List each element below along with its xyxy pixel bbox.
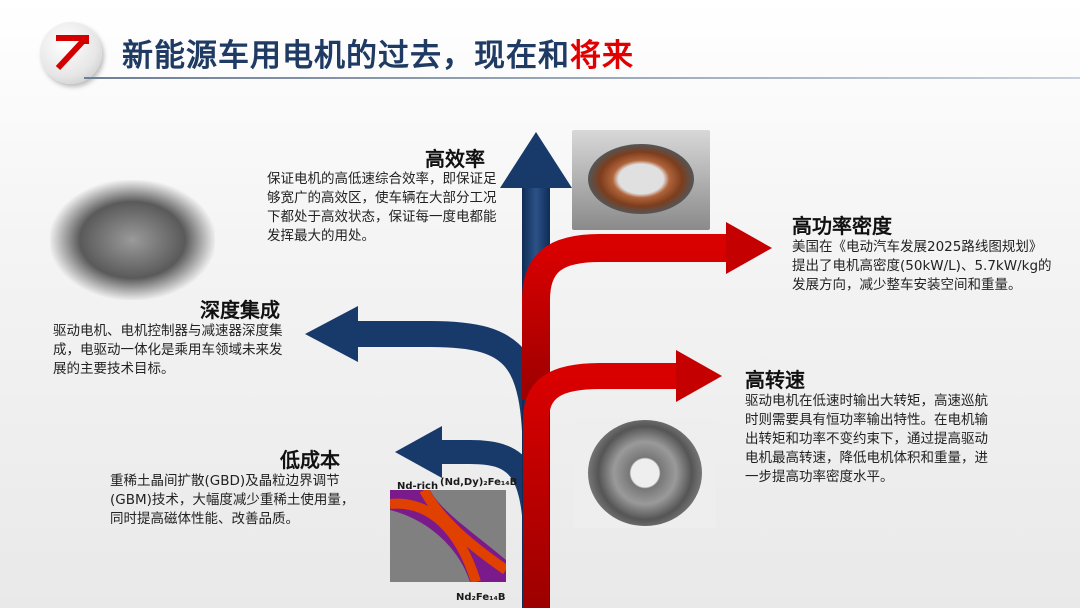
arrow-up-right-icon [55,35,89,71]
stator-winding-photo [572,130,710,230]
title-divider [84,77,1080,79]
power-density-title: 高功率密度 [792,214,892,238]
motor-housing-photo [50,180,215,300]
red-branch-high-speed [523,350,722,608]
integration-title: 深度集成 [200,298,280,322]
label-nd-dy-fe-b: (Nd,Dy)₂Fe₁₄B [440,477,518,488]
integration-text: 驱动电机、电机控制器与减速器深度集成，电驱动一体化是乘用车领域未来发展的主要技术… [53,323,283,377]
efficiency-title: 高效率 [425,147,485,171]
power-density-text: 美国在《电动汽车发展2025路线图规划》提出了电机高密度(50kW/L)、5.7… [792,239,1052,293]
title-highlight: 将来 [570,38,634,74]
high-speed-text: 驱动电机在低速时输出大转矩，高速巡航时则需要具有恒功率输出特性。在电机输出转矩和… [745,393,988,485]
rotor-lamination-photo [574,418,716,528]
label-nd2fe14b: Nd₂Fe₁₄B [456,592,506,603]
grain-boundary-shapes [390,490,506,582]
efficiency-text: 保证电机的高低速综合效率，即保证足够宽广的高效区，使车辆在大部分工况下都处于高效… [267,171,497,244]
high-speed-title: 高转速 [745,368,805,392]
low-cost-title: 低成本 [280,448,340,472]
label-nd-rich: Nd-rich [397,481,439,492]
red-branch-power-density [522,222,772,400]
page-title: 新能源车用电机的过去，现在和将来 [122,30,634,75]
grain-boundary-diagram [390,490,506,582]
title-main: 新能源车用电机的过去，现在和 [122,38,570,74]
low-cost-text: 重稀土晶间扩散(GBD)及晶粒边界调节(GBM)技术，大幅度减少重稀土使用量，同… [110,473,355,527]
logo-badge [40,22,102,84]
